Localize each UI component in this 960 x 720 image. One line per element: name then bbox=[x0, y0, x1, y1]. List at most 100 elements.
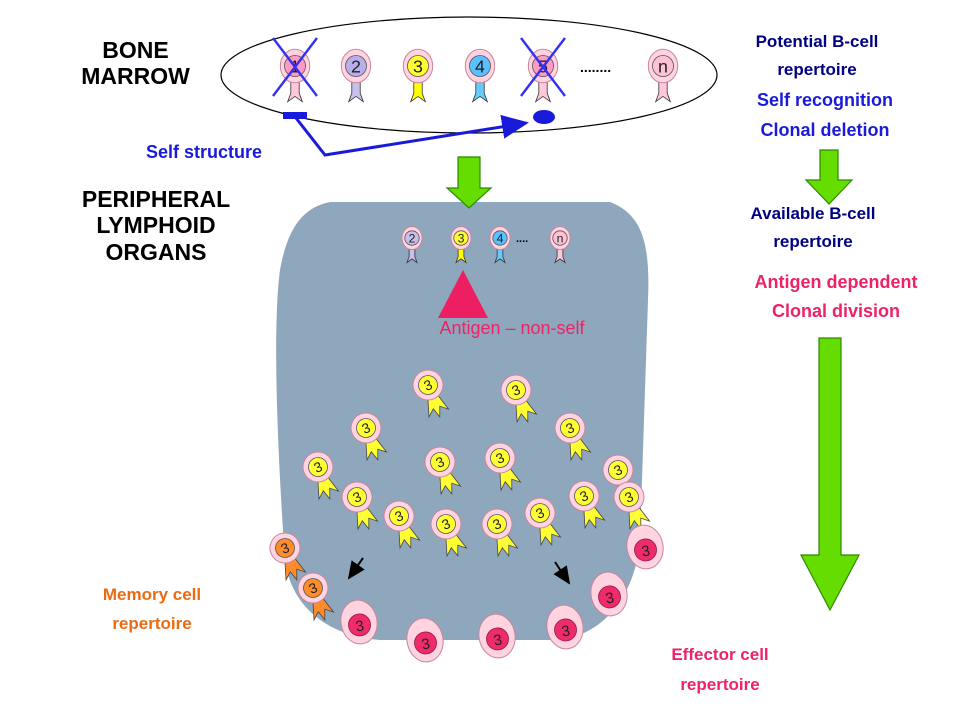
available-line-1: Available B-cell bbox=[750, 204, 876, 223]
bone-marrow-cell: n bbox=[647, 48, 679, 103]
available-repertoire-label: Available B-cell repertoire bbox=[718, 200, 908, 256]
memory-receptor bbox=[312, 596, 335, 622]
memory-repertoire-label: Memory cell repertoire bbox=[62, 580, 242, 638]
clone-receptor bbox=[439, 470, 462, 496]
bone-marrow-cells: 12345n bbox=[272, 37, 679, 103]
effector-clone-label: 3 bbox=[560, 622, 571, 640]
clone-nucleus bbox=[389, 506, 409, 526]
memory-line-1: Memory cell bbox=[102, 585, 202, 604]
memory-nucleus bbox=[303, 578, 323, 598]
clone-cell: 3 bbox=[481, 508, 519, 558]
memory-differentiation-arrow bbox=[347, 557, 365, 580]
bone-marrow-nucleus bbox=[652, 55, 674, 77]
clone-cell: 3 bbox=[554, 412, 592, 462]
bone-marrow-title: BONE MARROW bbox=[68, 37, 203, 90]
bone-marrow-line-1: BONE bbox=[102, 37, 169, 63]
peripheral-line-2: LYMPHOID bbox=[96, 212, 216, 239]
peripheral-line-1: PERIPHERAL bbox=[81, 186, 231, 212]
bone-marrow-line-2: MARROW bbox=[81, 63, 190, 90]
effector-cell: 3 bbox=[590, 571, 628, 617]
clone-nucleus bbox=[574, 486, 594, 506]
memory-receptor bbox=[284, 556, 307, 582]
clone-cell: 3 bbox=[500, 374, 538, 424]
clone-receptor bbox=[499, 466, 522, 492]
memory-line-2: repertoire bbox=[112, 614, 192, 633]
antigen-triangle bbox=[438, 270, 488, 318]
bone-marrow-clone-label: 2 bbox=[351, 56, 361, 76]
peripheral-cell: 2 bbox=[401, 225, 423, 264]
effector-cell: 3 bbox=[478, 613, 516, 659]
peripheral-nucleus bbox=[404, 230, 420, 246]
effector-nucleus bbox=[598, 585, 621, 609]
effector-cell: 3 bbox=[340, 599, 378, 645]
down-arrow-clonal-deletion bbox=[804, 149, 854, 205]
antigen-dependent-label: Antigen dependent bbox=[754, 272, 918, 292]
bone-marrow-cell: 1 bbox=[272, 37, 318, 103]
effector-nucleus bbox=[554, 618, 577, 642]
clone-cell: 3 bbox=[350, 412, 388, 462]
effector-repertoire-label: Effector cell repertoire bbox=[630, 640, 810, 700]
clone-nucleus bbox=[430, 452, 450, 472]
bone-marrow-cell: 2 bbox=[340, 48, 372, 103]
self-structure-bar bbox=[283, 112, 307, 119]
effector-clone-label: 3 bbox=[640, 542, 651, 560]
bone-marrow-cell: 3 bbox=[402, 48, 434, 103]
clone-cell: 3 bbox=[424, 446, 462, 496]
bone-marrow-receptor bbox=[409, 80, 427, 103]
bone-marrow-receptor bbox=[534, 80, 552, 103]
clone-nucleus bbox=[347, 487, 367, 507]
clone-nucleus bbox=[490, 448, 510, 468]
bone-marrow-receptor bbox=[471, 80, 489, 103]
memory-cells: 33 bbox=[269, 532, 335, 622]
peripheral-clone-label: 2 bbox=[409, 231, 416, 245]
potential-line-2: repertoire bbox=[777, 60, 857, 79]
peripheral-clone-label: 3 bbox=[458, 231, 465, 245]
self-structure-link-line bbox=[294, 114, 529, 157]
effector-nucleus bbox=[486, 627, 509, 651]
effector-cells: 3 3 3 3 3 3 bbox=[340, 524, 664, 663]
clone-nucleus bbox=[530, 503, 550, 523]
peripheral-nucleus bbox=[453, 230, 469, 246]
effector-nucleus bbox=[634, 538, 657, 562]
effector-clone-label: 3 bbox=[492, 631, 503, 649]
bone-marrow-cell: 4 bbox=[464, 48, 496, 103]
memory-cell: 3 bbox=[297, 572, 335, 622]
clone-receptor bbox=[515, 398, 538, 424]
effector-line-1: Effector cell bbox=[671, 645, 769, 664]
peripheral-ellipsis: .... bbox=[516, 233, 528, 245]
available-line-2: repertoire bbox=[773, 232, 853, 251]
clone-cell: 3 bbox=[613, 481, 651, 531]
effector-nucleus bbox=[348, 613, 371, 637]
peripheral-clone-label: 4 bbox=[497, 231, 504, 245]
effector-differentiation-arrow bbox=[553, 561, 571, 585]
antigen-label: Antigen – non-self bbox=[439, 318, 585, 338]
clone-cell: 3 bbox=[568, 480, 606, 530]
clone-cell: 3 bbox=[383, 500, 421, 550]
clonal-deletion-label: Clonal deletion bbox=[760, 120, 890, 140]
bone-marrow-receptor bbox=[654, 80, 672, 103]
peripheral-line-3: ORGANS bbox=[105, 238, 207, 265]
down-arrow-clonal-division bbox=[800, 337, 860, 612]
clone-nucleus bbox=[560, 418, 580, 438]
down-arrow-bone-to-periphery bbox=[445, 156, 493, 209]
effector-clone-label: 3 bbox=[604, 589, 615, 607]
memory-cell: 3 bbox=[269, 532, 307, 582]
memory-nucleus bbox=[275, 538, 295, 558]
effector-line-2: repertoire bbox=[680, 675, 760, 694]
clone-cell: 3 bbox=[302, 451, 340, 501]
peripheral-cells: 2 3 4 n bbox=[401, 225, 571, 264]
peripheral-cell: 3 bbox=[450, 225, 472, 264]
effector-clone-label: 3 bbox=[420, 635, 431, 653]
clonal-division-label: Clonal division bbox=[771, 301, 900, 321]
effector-clone-label: 3 bbox=[354, 617, 365, 635]
peripheral-clone-label: n bbox=[557, 231, 564, 245]
bone-marrow-clone-label: 4 bbox=[475, 56, 485, 76]
clone-cell: 3 bbox=[430, 508, 468, 558]
bone-marrow-receptor bbox=[347, 80, 365, 103]
effector-nucleus bbox=[414, 631, 437, 655]
bone-marrow-ellipsis: ........ bbox=[580, 59, 611, 75]
self-structure-label: Self structure bbox=[145, 142, 263, 162]
clone-receptor bbox=[539, 521, 562, 547]
potential-repertoire-label: Potential B-cell repertoire bbox=[722, 28, 912, 84]
